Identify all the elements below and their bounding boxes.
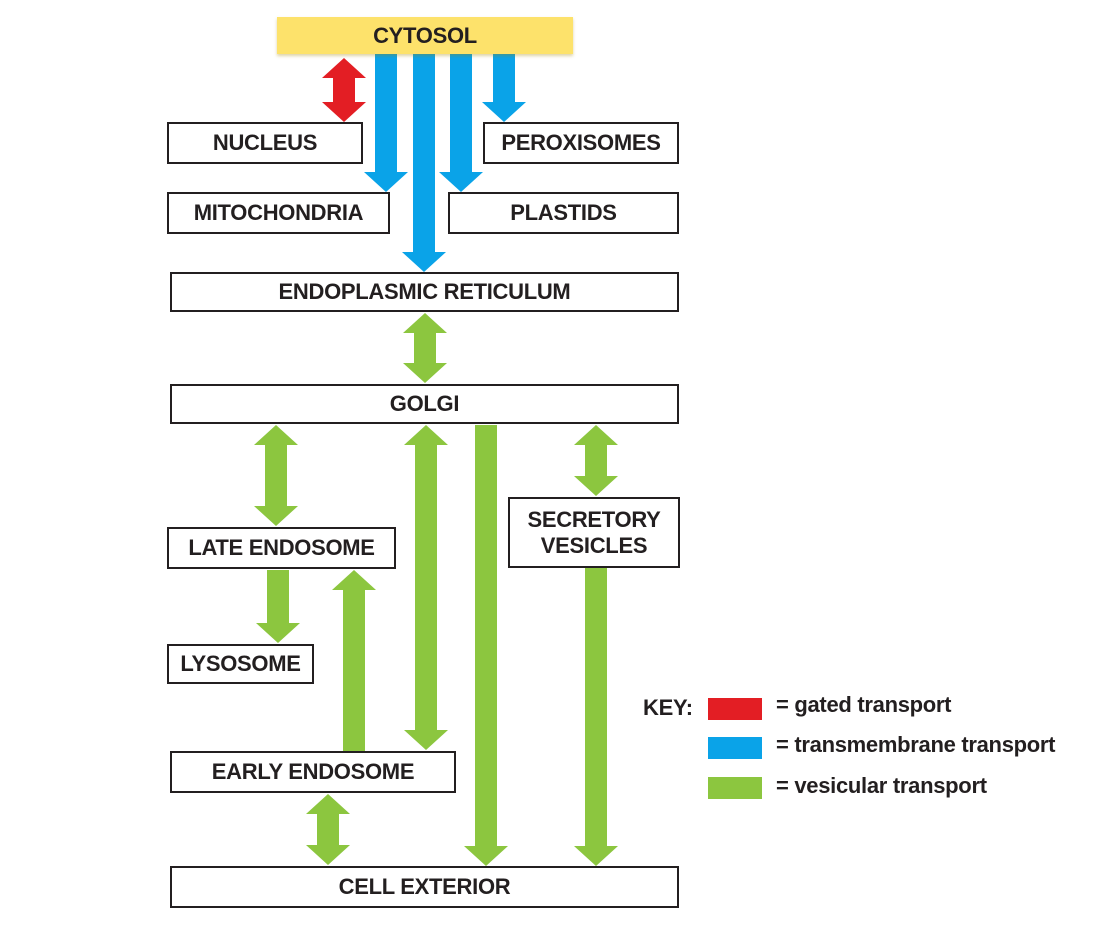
arrow-cytosol-to-peroxisomes xyxy=(482,54,526,122)
nucleus-box: NUCLEUS xyxy=(167,122,363,164)
arrow-early-endosome-to-late-endosome xyxy=(332,570,376,751)
key-gated-label: = gated transport xyxy=(776,692,952,717)
lysosome-box: LYSOSOME xyxy=(167,644,314,684)
key-transmembrane-label: = transmembrane transport xyxy=(776,732,1056,757)
golgi-box: GOLGI xyxy=(170,384,679,424)
key-transmembrane-swatch xyxy=(708,737,762,759)
peroxisomes-box: PEROXISOMES xyxy=(483,122,679,164)
key-title: KEY: xyxy=(643,695,693,720)
arrow-early-endosome-to-cell-exterior xyxy=(306,794,350,865)
arrow-late-endosome-to-lysosome xyxy=(256,570,300,643)
arrow-cytosol-to-plastids xyxy=(439,54,483,192)
arrow-cytosol-to-er xyxy=(402,54,446,272)
endoplasmic-reticulum-box: ENDOPLASMIC RETICULUM xyxy=(170,272,679,312)
plastids-box: PLASTIDS xyxy=(448,192,679,234)
arrow-cytosol-to-nucleus xyxy=(322,58,366,122)
arrow-golgi-to-cell-exterior xyxy=(464,425,508,866)
key-gated-swatch xyxy=(708,698,762,720)
key-vesicular-swatch xyxy=(708,777,762,799)
cell-exterior-box: CELL EXTERIOR xyxy=(170,866,679,908)
arrow-cytosol-to-mitochondria xyxy=(364,54,408,192)
secretory-vesicles-box: SECRETORY VESICLES xyxy=(508,497,680,568)
cytosol-box: CYTOSOL xyxy=(277,17,573,54)
arrow-golgi-to-early-endosome xyxy=(404,425,448,750)
key-vesicular-label: = vesicular transport xyxy=(776,773,987,798)
arrow-secretory-to-cell-exterior xyxy=(574,568,618,866)
arrow-er-to-golgi xyxy=(403,313,447,383)
arrow-golgi-to-secretory xyxy=(574,425,618,496)
late-endosome-box: LATE ENDOSOME xyxy=(167,527,396,569)
early-endosome-box: EARLY ENDOSOME xyxy=(170,751,456,793)
mitochondria-box: MITOCHONDRIA xyxy=(167,192,390,234)
arrow-golgi-to-late-endosome xyxy=(254,425,298,526)
